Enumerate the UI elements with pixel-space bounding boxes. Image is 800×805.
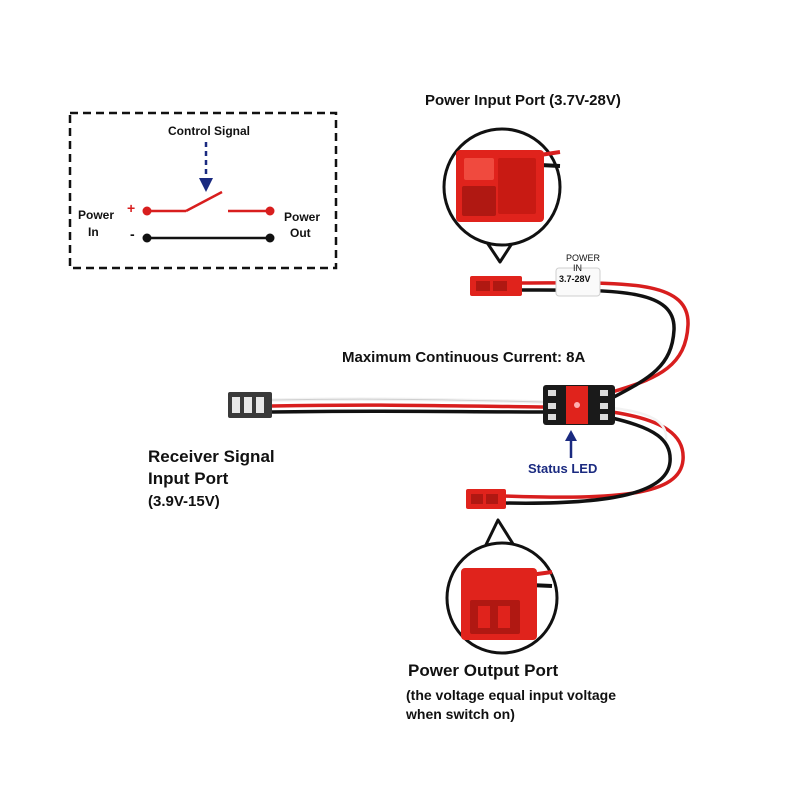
switch-terminal-out: [265, 206, 275, 216]
wire-tag-text-2: IN: [573, 263, 582, 273]
control-signal-label: Control Signal: [168, 124, 250, 138]
receiver-signal-label-line3: (3.9V-15V): [148, 493, 220, 510]
power-output-callout: [445, 518, 559, 655]
servo-connector: [228, 392, 272, 418]
wire-tag-text-3: 3.7-28V: [559, 274, 591, 284]
wire-tag: [555, 267, 601, 297]
power-input-callout: [442, 127, 562, 264]
max-current-label: Maximum Continuous Current: 8A: [342, 349, 586, 366]
output-note-line1: (the voltage equal input voltage: [406, 687, 617, 703]
power-in-label-line2: In: [88, 225, 99, 239]
power-in-label-line1: Power: [78, 208, 115, 222]
plus-sign: +: [127, 200, 136, 216]
power-out-label-line2: Out: [290, 226, 311, 240]
status-led-label: Status LED: [528, 461, 598, 476]
input-jst-connector: [470, 276, 522, 296]
signal-wire-red: [271, 403, 546, 409]
output-jst-connector: [466, 489, 506, 509]
switch-schematic: [68, 111, 338, 270]
cables: [271, 267, 690, 505]
minus-sign: -: [130, 226, 135, 242]
receiver-signal-label-line1: Receiver Signal: [148, 447, 275, 466]
switch-module: [543, 385, 615, 458]
status-led: [574, 402, 580, 408]
switch-blade: [185, 190, 223, 213]
power-input-port-label: Power Input Port (3.7V-28V): [425, 92, 621, 109]
input-wire-black: [521, 288, 676, 400]
power-out-label-line1: Power: [284, 210, 321, 224]
power-output-port-label: Power Output Port: [408, 661, 559, 680]
wire-tag-text-1: POWER: [566, 253, 601, 263]
output-wire-red: [504, 410, 685, 499]
receiver-signal-label-line2: Input Port: [148, 469, 229, 488]
output-note-line2: when switch on): [406, 706, 515, 722]
output-wire-black: [504, 416, 672, 505]
input-wire-red: [521, 281, 690, 394]
signal-wire-black: [271, 409, 546, 414]
schematic-border: [68, 111, 338, 270]
ground-terminal-out: [265, 233, 275, 243]
control-signal-arrowhead: [199, 178, 213, 192]
